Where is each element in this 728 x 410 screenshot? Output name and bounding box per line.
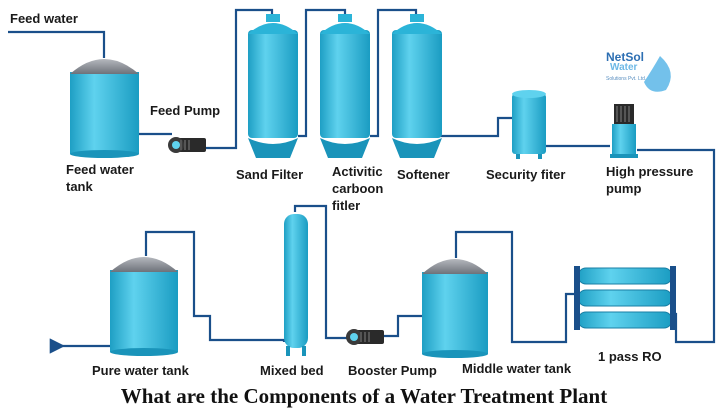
booster-pump-text: Booster Pump [348, 363, 437, 378]
sand-filter-vessel [248, 14, 298, 158]
feed-water-inlet-pipe [8, 30, 106, 58]
middle-water-tank [422, 259, 488, 358]
activitic-carbon-filter-label: Activitic carboon fitler [332, 163, 383, 214]
ro-label: 1 pass RO [598, 348, 662, 365]
middle-water-tank-label: Middle water tank [462, 360, 571, 377]
activitic-line1: Activitic [332, 164, 383, 179]
pure-water-outlet-pipe [49, 338, 116, 354]
netsol-logo: NetSol Water Solutions Pvt. Ltd. [600, 46, 680, 92]
softener-text: Softener [397, 167, 450, 182]
mixed-bed-text: Mixed bed [260, 363, 324, 378]
feed-water-text: Feed water [10, 11, 78, 26]
security-filter-vessel [512, 90, 546, 159]
feed-tank-to-pump-pipe [136, 120, 172, 136]
activitic-line2: carboon [332, 181, 384, 196]
logo-tagline: Solutions Pvt. Ltd. [606, 76, 647, 82]
mixed-bed-vessel [284, 214, 308, 356]
ro-text: 1 pass RO [598, 349, 662, 364]
mixed-bed-label: Mixed bed [260, 362, 324, 379]
softener-label: Softener [397, 166, 450, 183]
sand-filter-label: Sand Filter [236, 166, 303, 183]
feed-water-label: Feed water [10, 10, 78, 27]
sand-filter-text: Sand Filter [236, 167, 304, 182]
feed-pump-label: Feed Pump [150, 102, 220, 119]
ro-to-middle-tank-pipe [454, 230, 582, 344]
high-pressure-line2: pump [606, 181, 642, 196]
carbon-filter-vessel [320, 14, 370, 158]
pure-water-tank-label: Pure water tank [92, 362, 189, 379]
page-caption: What are the Components of a Water Treat… [120, 384, 608, 408]
high-pressure-pump [610, 104, 638, 158]
high-pressure-line1: High pressure [606, 164, 694, 179]
middle-tank-to-booster-pipe [384, 314, 422, 338]
softener-to-security-pipe [440, 116, 514, 138]
activitic-line3: fitler [332, 198, 361, 213]
middle-water-tank-text: Middle water tank [462, 361, 572, 376]
feed-water-tank [70, 59, 139, 158]
logo-name: NetSol [606, 50, 645, 64]
feed-pump [168, 137, 206, 153]
booster-pump-label: Booster Pump [348, 362, 437, 379]
pure-water-tank-text: Pure water tank [92, 363, 189, 378]
logo-sub: Water [610, 62, 638, 73]
feed-water-tank-line2: tank [66, 179, 93, 194]
mixed-bed-to-pure-tank-pipe [144, 230, 286, 342]
softener-vessel [392, 14, 442, 158]
high-pressure-pump-label: High pressure pump [606, 163, 693, 197]
feed-water-tank-line1: Feed water [66, 162, 134, 177]
netsol-logo-mark [644, 56, 671, 92]
feed-water-tank-label: Feed water tank [66, 161, 134, 195]
pure-water-tank [110, 257, 178, 356]
feed-pump-text: Feed Pump [150, 103, 221, 118]
ro-membranes [574, 266, 676, 330]
booster-to-mixed-bed-pipe [293, 204, 350, 340]
security-fiter-label: Security fiter [486, 166, 565, 183]
security-fiter-text: Security fiter [486, 167, 566, 182]
booster-pump [346, 329, 384, 345]
